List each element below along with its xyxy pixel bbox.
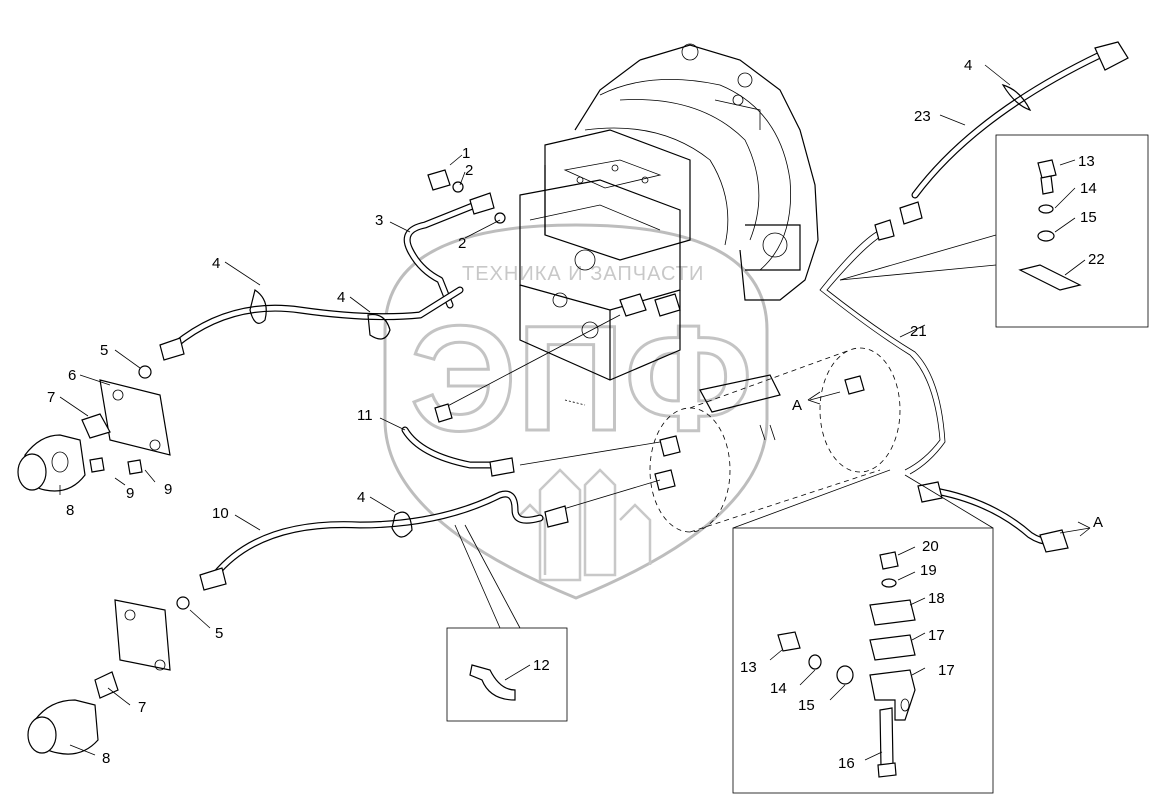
callout-7a: 7 xyxy=(47,389,55,406)
callout-14a: 14 xyxy=(1080,180,1097,197)
callout-2a: 2 xyxy=(465,162,473,179)
clamps-4 xyxy=(249,83,1032,538)
callout-4a: 4 xyxy=(212,255,220,272)
callout-8b: 8 xyxy=(102,750,110,767)
callout-2b: 2 xyxy=(458,235,466,252)
flow-label-a-2: A xyxy=(1093,514,1103,531)
left-lower-plate xyxy=(27,599,171,755)
callout-4b: 4 xyxy=(337,289,345,306)
filter-housing xyxy=(649,347,901,533)
callout-17b: 17 xyxy=(938,662,955,679)
hose-lower-right xyxy=(926,486,1064,546)
watermark: ТЕХНИКА И ЗАПЧАСТИ ЭПФ xyxy=(383,223,769,600)
callout-labels: 1 2 2 3 4 4 4 4 5 5 6 7 7 8 8 9 9 10 11 … xyxy=(47,57,1105,772)
callout-16: 16 xyxy=(838,755,855,772)
watermark-top-text: ТЕХНИКА И ЗАПЧАСТИ xyxy=(462,263,704,285)
callout-1: 1 xyxy=(462,145,470,162)
callout-6: 6 xyxy=(68,367,76,384)
callout-4c: 4 xyxy=(357,489,365,506)
callout-13b: 13 xyxy=(740,659,757,676)
callout-23: 23 xyxy=(914,108,931,125)
callout-18: 18 xyxy=(928,590,945,607)
callout-11: 11 xyxy=(357,407,373,424)
callout-19: 19 xyxy=(920,562,937,579)
callout-5a: 5 xyxy=(100,342,108,359)
callout-22: 22 xyxy=(1088,251,1105,268)
callout-17a: 17 xyxy=(928,627,945,644)
callout-3: 3 xyxy=(375,212,383,229)
left-upper-plate xyxy=(17,379,171,492)
callout-8a: 8 xyxy=(66,502,74,519)
callout-20: 20 xyxy=(922,538,939,555)
hose-23 xyxy=(911,51,1104,199)
callout-13a: 13 xyxy=(1078,153,1095,170)
callout-15a: 15 xyxy=(1080,209,1097,226)
watermark-emblem xyxy=(514,468,652,582)
transmission-housing xyxy=(574,43,819,301)
callout-12: 12 xyxy=(533,657,550,674)
callout-14b: 14 xyxy=(770,680,787,697)
callout-9a: 9 xyxy=(126,485,134,502)
callout-15b: 15 xyxy=(798,697,815,714)
callout-5b: 5 xyxy=(215,625,223,642)
fittings xyxy=(138,169,1069,610)
control-valve-block xyxy=(519,129,691,406)
pipe-21 xyxy=(819,229,941,471)
leader-lines xyxy=(59,64,1086,761)
hose-10 xyxy=(211,490,544,579)
detail-box-13-22 xyxy=(839,134,1149,328)
watermark-logo-text: ЭПФ xyxy=(410,294,753,462)
callout-10: 10 xyxy=(212,505,229,522)
callout-7b: 7 xyxy=(138,699,146,716)
callout-9b: 9 xyxy=(164,481,172,498)
detail-box-12 xyxy=(446,524,568,722)
flow-label-a-1: A xyxy=(792,397,802,414)
callout-4d: 4 xyxy=(964,57,972,74)
detail-box-13-20 xyxy=(732,469,994,794)
flow-arrows xyxy=(807,391,1091,537)
callout-21: 21 xyxy=(910,323,927,340)
